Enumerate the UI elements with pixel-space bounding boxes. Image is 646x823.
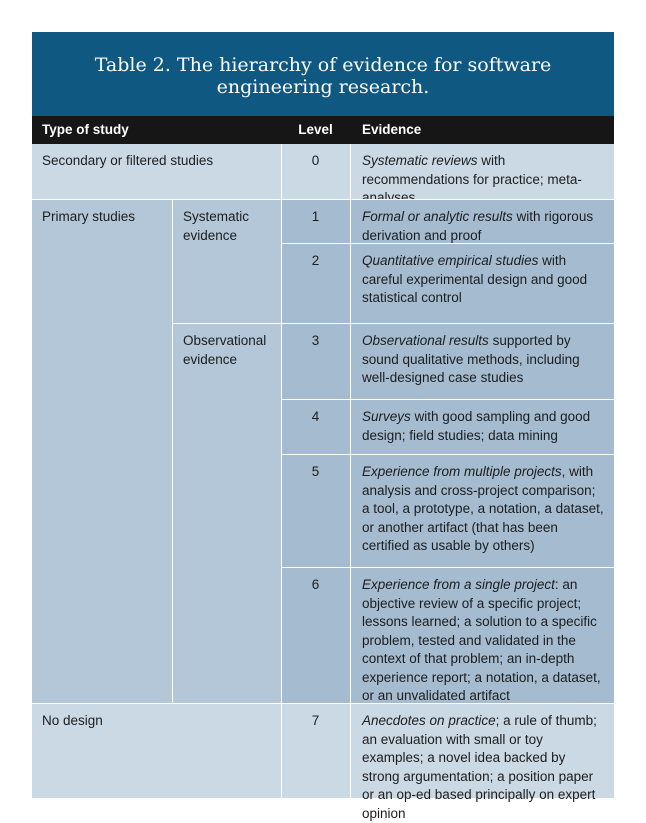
row-divider [32, 199, 614, 200]
row-divider [32, 703, 614, 704]
level-cell-0: 0 [281, 144, 350, 199]
evidence-cell-3: Observational results supported by sound… [350, 324, 614, 399]
level-cell-4: 4 [281, 400, 350, 454]
evidence-emphasis: Observational results [362, 333, 489, 348]
type-secondary: Secondary or filtered studies [32, 144, 281, 199]
table-frame: Table 2. The hierarchy of evidence for s… [32, 32, 614, 821]
column-divider [281, 144, 282, 798]
evidence-emphasis: Experience from multiple projects [362, 464, 562, 479]
level-cell-6: 6 [281, 568, 350, 703]
row-divider [281, 567, 614, 568]
evidence-emphasis: Formal or analytic results [362, 209, 513, 224]
row-divider [281, 454, 614, 455]
evidence-text: ; a rule of thumb; an evaluation with sm… [362, 713, 597, 821]
evidence-cell-5: Experience from multiple projects, with … [350, 455, 614, 567]
column-divider [172, 200, 173, 704]
evidence-text: : an objective review of a specific proj… [362, 577, 601, 703]
evidence-emphasis: Anecdotes on practice [362, 713, 496, 728]
type-systematic-evidence: Systematic evidence [173, 200, 281, 323]
row-divider [281, 399, 614, 400]
type-observational-evidence: Observational evidence [173, 324, 281, 703]
level-cell-7: 7 [281, 704, 350, 798]
evidence-emphasis: Experience from a single project [362, 577, 555, 592]
evidence-cell-6: Experience from a single project: an obj… [350, 568, 614, 703]
evidence-emphasis: Systematic reviews [362, 153, 478, 168]
header-evidence: Evidence [362, 122, 422, 137]
evidence-cell-7: Anecdotes on practice; a rule of thumb; … [350, 704, 614, 821]
level-cell-2: 2 [281, 244, 350, 323]
header-type-of-study: Type of study [42, 122, 129, 137]
evidence-cell-1: Formal or analytic results with rigorous… [350, 200, 614, 243]
level-cell-3: 3 [281, 324, 350, 399]
table-header-row: Type of study Level Evidence [32, 116, 614, 144]
evidence-emphasis: Surveys [362, 409, 411, 424]
header-level: Level [298, 122, 333, 137]
column-divider [350, 144, 351, 798]
evidence-text: , with analysis and cross-project compar… [362, 464, 604, 553]
level-cell-5: 5 [281, 455, 350, 567]
evidence-text: with careful experimental design and goo… [362, 253, 588, 305]
table-body: Secondary or filtered studies Primary st… [32, 144, 614, 821]
table-title: Table 2. The hierarchy of evidence for s… [32, 32, 614, 116]
type-primary: Primary studies [32, 200, 172, 703]
evidence-cell-2: Quantitative empirical studies with care… [350, 244, 614, 323]
evidence-text: with rigorous derivation and proof [362, 209, 594, 243]
evidence-emphasis: Quantitative empirical studies [362, 253, 539, 268]
table-title-line-2: engineering research. [216, 76, 430, 98]
evidence-cell-4: Surveys with good sampling and good desi… [350, 400, 614, 454]
row-divider [172, 323, 614, 324]
type-no-design: No design [32, 704, 281, 798]
evidence-text: with good sampling and good design; fiel… [362, 409, 591, 443]
evidence-cell-0: Systematic reviews with recommendations … [350, 144, 614, 205]
level-cell-1: 1 [281, 200, 350, 243]
row-divider [281, 243, 614, 244]
table-title-line-1: Table 2. The hierarchy of evidence for s… [94, 54, 552, 76]
evidence-text: supported by sound qualitative methods, … [362, 333, 580, 385]
